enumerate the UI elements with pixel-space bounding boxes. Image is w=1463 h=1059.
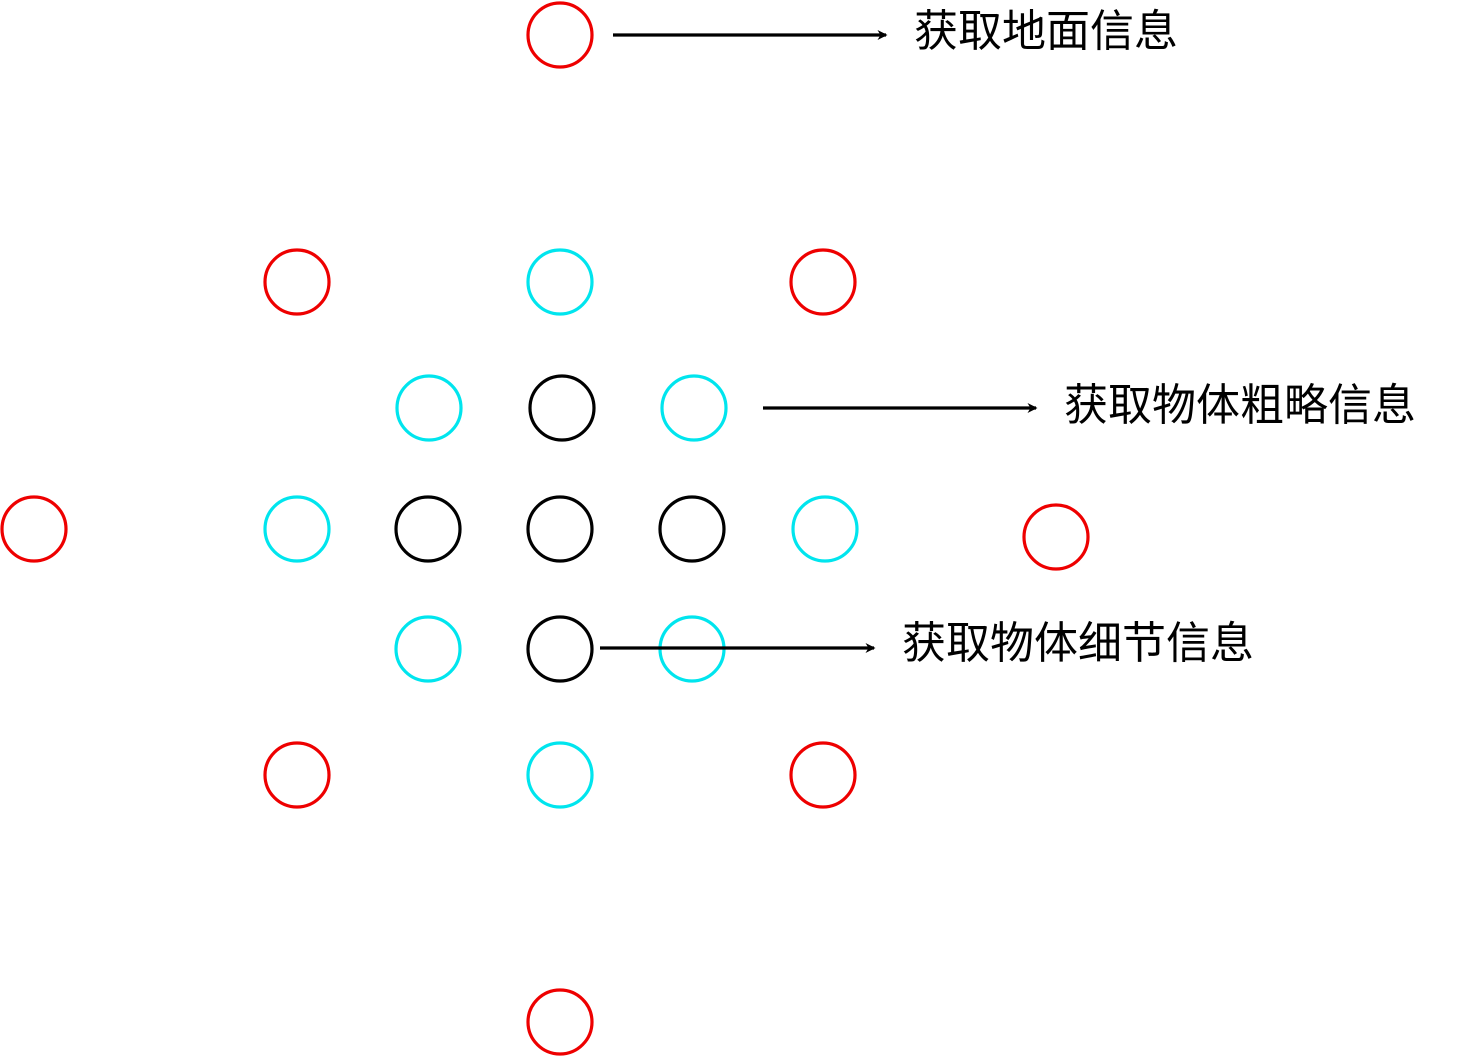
ground-sample-ring bbox=[789, 741, 857, 809]
coarse-sample-ring bbox=[526, 741, 594, 809]
coarse-info-label: 获取物体粗略信息 bbox=[1064, 380, 1416, 431]
detail-sample-ring bbox=[658, 495, 726, 563]
detail-sample-ring bbox=[394, 495, 462, 563]
detail-sample-ring bbox=[528, 374, 596, 442]
coarse-sample-ring bbox=[395, 374, 463, 442]
ground-sample-ring bbox=[526, 1, 594, 69]
ground-sample-ring bbox=[526, 988, 594, 1056]
ground-sample-ring bbox=[263, 741, 331, 809]
detail-sample-group bbox=[394, 374, 726, 683]
ground-sample-ring bbox=[789, 248, 857, 316]
detail-sample-ring bbox=[526, 495, 594, 563]
ground-sample-ring bbox=[263, 248, 331, 316]
coarse-sample-ring bbox=[526, 248, 594, 316]
coarse-sample-ring bbox=[791, 495, 859, 563]
detail-info-label: 获取物体细节信息 bbox=[902, 618, 1254, 669]
ground-sample-ring bbox=[0, 495, 68, 563]
ground-info-label: 获取地面信息 bbox=[914, 6, 1178, 57]
coarse-sample-group bbox=[263, 248, 859, 809]
ground-sample-ring bbox=[1022, 503, 1090, 571]
coarse-sample-ring bbox=[394, 615, 462, 683]
coarse-sample-ring bbox=[263, 495, 331, 563]
ground-sample-group bbox=[0, 1, 1090, 1056]
detail-sample-ring bbox=[526, 615, 594, 683]
arrow-group bbox=[600, 30, 1038, 653]
coarse-sample-ring bbox=[660, 374, 728, 442]
